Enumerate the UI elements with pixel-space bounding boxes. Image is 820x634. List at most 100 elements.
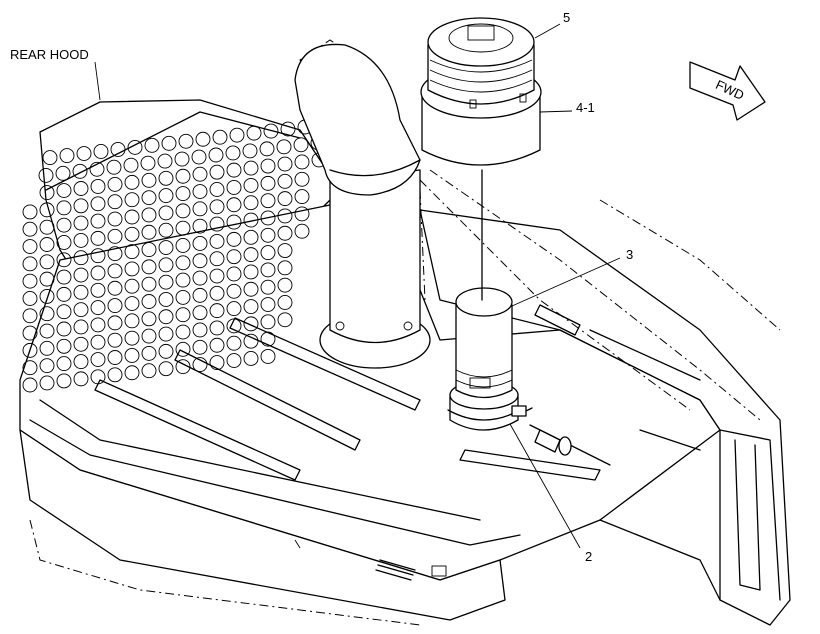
grille-hole — [192, 287, 208, 303]
grille-hole — [260, 193, 276, 209]
grille-hole — [39, 288, 55, 304]
grille-hole — [73, 267, 89, 283]
rear-hood-label: REAR HOOD — [10, 47, 89, 62]
grille-hole — [22, 360, 38, 376]
grille-hole — [22, 291, 38, 306]
grille-hole — [124, 365, 140, 381]
leader-lines — [94, 23, 621, 549]
grille-hole — [22, 256, 38, 272]
grille-hole — [141, 294, 157, 309]
grille-hole — [246, 125, 262, 141]
grille-hole — [192, 305, 208, 321]
grille-hole — [192, 184, 208, 199]
grille-hole — [144, 137, 160, 153]
grille-hole — [277, 156, 293, 172]
grille-hole — [22, 204, 38, 220]
grille-hole — [124, 278, 140, 294]
grille-hole — [90, 248, 106, 264]
grille-hole — [226, 179, 242, 195]
grille-hole — [175, 289, 191, 305]
grille-hole — [89, 161, 105, 177]
grille-hole — [175, 272, 191, 288]
grille-hole — [294, 189, 310, 205]
grille-hole — [73, 284, 89, 300]
grille-hole — [242, 143, 258, 159]
grille-hole — [276, 139, 292, 155]
grille-hole — [226, 283, 242, 299]
grille-hole — [260, 245, 276, 261]
grille-hole — [141, 311, 157, 327]
grille-hole — [39, 375, 55, 391]
grille-hole — [174, 151, 190, 167]
grille-hole — [192, 218, 208, 234]
grille-hole — [209, 199, 225, 215]
grille-hole — [280, 121, 296, 137]
grille-hole — [55, 165, 71, 181]
grille-hole — [178, 133, 194, 149]
grille-hole — [106, 159, 122, 175]
grille-hole — [209, 355, 225, 371]
grille-hole — [175, 238, 191, 253]
grille-hole — [93, 144, 109, 159]
grille-hole — [209, 216, 225, 232]
fitting — [534, 429, 572, 456]
grille-hole — [141, 363, 157, 379]
grille-hole — [260, 175, 276, 191]
grille-hole — [56, 269, 72, 285]
grille-hole — [225, 145, 241, 161]
air-cleaner-canister — [420, 17, 542, 166]
grille-hole — [175, 341, 191, 357]
grille-hole — [56, 304, 72, 320]
grille-hole — [175, 168, 191, 184]
grille-hole — [175, 186, 191, 202]
grille-hole — [243, 264, 259, 280]
grille-hole — [294, 206, 310, 222]
grille-hole — [209, 303, 225, 319]
grille-hole — [226, 231, 242, 247]
grille-hole — [192, 357, 208, 373]
grille-hole — [158, 343, 174, 359]
grille-hole — [277, 173, 293, 189]
fwd-arrow-icon: FWD — [689, 61, 766, 121]
grille-hole — [140, 155, 156, 171]
grille-hole — [158, 170, 174, 186]
grille-hole — [243, 316, 259, 332]
grille-hole — [243, 160, 259, 176]
grille-hole — [56, 252, 72, 268]
grille-hole — [158, 274, 174, 290]
grille-hole — [192, 339, 208, 355]
grille-hole — [192, 166, 208, 182]
grille-hole — [141, 190, 157, 206]
grille-hole — [56, 356, 72, 372]
hose-clamp — [447, 405, 533, 421]
callout-2: 2 — [585, 549, 592, 564]
grille-hole — [209, 337, 225, 353]
grille-hole — [73, 302, 89, 318]
grille-hole — [226, 162, 242, 178]
grille-hole — [175, 203, 191, 219]
grille-hole — [73, 250, 89, 266]
grille-hole — [175, 255, 191, 271]
grille-hole — [209, 320, 225, 336]
grille-hole — [243, 247, 259, 263]
grille-hole — [73, 181, 89, 196]
grille-hole — [277, 191, 293, 207]
grille-hole — [243, 299, 259, 315]
grille-hole — [124, 348, 140, 363]
grille-hole — [226, 266, 242, 282]
grille-hole — [39, 323, 55, 339]
grille-hole — [124, 244, 140, 260]
grille-hole — [73, 371, 89, 387]
grille-hole — [107, 194, 123, 210]
grille-hole — [39, 219, 55, 235]
grille-hole — [73, 215, 89, 231]
grille-hole — [260, 348, 276, 364]
grille-hole — [260, 314, 276, 330]
grille-hole — [90, 265, 106, 281]
grille-hole — [226, 335, 242, 351]
grille-hole — [158, 361, 174, 377]
grille-hole — [175, 324, 191, 340]
callout-5: 5 — [563, 10, 570, 25]
grille-hole — [56, 217, 72, 233]
grille-hole — [56, 183, 72, 198]
